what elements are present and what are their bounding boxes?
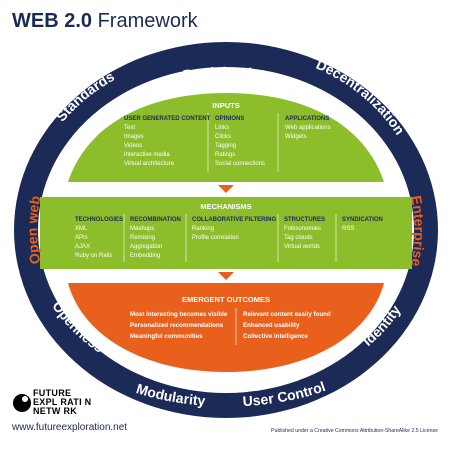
mech-col-1-item: Mashups xyxy=(130,226,154,232)
inputs-col-1-item: Tagging xyxy=(215,143,236,149)
inputs-col-1-item: Links xyxy=(215,125,229,131)
mech-col-0-item: APIs xyxy=(75,235,88,241)
inputs-col-0-item: Virtual architecture xyxy=(124,161,175,167)
outcome-item: Meaningful communities xyxy=(130,333,203,340)
mech-col-3: STRUCTURES Folksonomies Tag clouds Virtu… xyxy=(284,217,325,250)
mech-col-2: COLLABORATIVE FILTERING Ranking Profile … xyxy=(192,217,276,241)
outcome-item: Relevant content easily found xyxy=(243,311,331,318)
logo-line-1: FUTURE xyxy=(33,388,72,398)
mech-col-3-item: Virtual worlds xyxy=(284,244,320,250)
mech-col-3-item: Tag clouds xyxy=(284,235,313,241)
outcome-item: Most interesting becomes visible xyxy=(130,311,228,318)
inputs-col-2-item: Web applications xyxy=(285,125,331,131)
mech-col-1-item: Embedding xyxy=(130,253,160,259)
outcome-item: Collective intelligence xyxy=(243,333,309,340)
logo-icon xyxy=(13,394,31,412)
mech-col-4-item: RSS xyxy=(342,226,354,232)
license-text: Published under a Creative Commons Attri… xyxy=(271,428,438,434)
inputs-col-1: OPINIONS Links Clicks Tagging Ratings So… xyxy=(215,116,265,167)
mech-col-1-item: Remixing xyxy=(130,235,155,241)
inputs-col-0-heading: USER GENERATED CONTENT xyxy=(124,116,211,122)
mech-col-4-heading: SYNDICATION xyxy=(342,217,383,223)
mech-col-0-item: Ruby on Rails xyxy=(75,253,112,259)
inputs-col-2: APPLICATIONS Web applications Widgets xyxy=(285,116,331,140)
side-label-enterprise: Enterprise xyxy=(408,194,428,268)
mech-col-1-item: Aggregation xyxy=(130,244,162,250)
arrow-inputs-mechanisms xyxy=(218,185,234,193)
arrow-mechanisms-outcomes xyxy=(218,272,234,280)
mech-col-3-item: Folksonomies xyxy=(284,226,321,232)
inputs-col-0: USER GENERATED CONTENT Text Images Video… xyxy=(124,116,211,167)
mech-col-4: SYNDICATION RSS xyxy=(342,217,383,232)
mech-col-0: TECHNOLOGIES XML APIs AJAX Ruby on Rails xyxy=(75,217,123,259)
inputs-col-1-item: Ratings xyxy=(215,152,235,158)
inputs-col-2-item: Widgets xyxy=(285,134,307,140)
inputs-col-0-item: Videos xyxy=(124,143,142,149)
inputs-col-0-item: Images xyxy=(124,134,144,140)
inputs-col-0-item: Interactive media xyxy=(124,152,170,158)
mech-col-0-heading: TECHNOLOGIES xyxy=(75,217,123,223)
logo-wordmark: FUTURE EXPL RATI N NETW RK xyxy=(33,389,91,416)
page-title: WEB 2.0 Framework xyxy=(12,10,198,33)
inputs-col-0-item: Text xyxy=(124,125,135,131)
outcomes-right: Relevant content easily found Enhanced u… xyxy=(243,311,331,340)
inputs-col-2-heading: APPLICATIONS xyxy=(285,116,329,122)
outcome-item: Personalized recommendations xyxy=(130,322,224,329)
logo-line-3: NETW RK xyxy=(33,406,78,416)
mech-col-0-item: AJAX xyxy=(75,244,90,250)
inputs-col-1-item: Social connections xyxy=(215,161,265,167)
website-url[interactable]: www.futureexploration.net xyxy=(12,422,128,433)
outcomes-section xyxy=(68,283,384,372)
mechanisms-section xyxy=(40,197,412,269)
inputs-col-1-item: Clicks xyxy=(215,134,231,140)
mech-col-2-heading: COLLABORATIVE FILTERING xyxy=(192,217,276,223)
title-rest: Framework xyxy=(92,10,198,32)
mech-col-0-item: XML xyxy=(75,226,88,232)
outcome-item: Enhanced usability xyxy=(243,322,300,329)
inputs-heading: INPUTS xyxy=(212,101,240,110)
title-bold: WEB 2.0 xyxy=(12,10,93,32)
outcomes-heading: EMERGENT OUTCOMES xyxy=(182,295,270,304)
mechanisms-heading: MECHANISMS xyxy=(200,202,251,211)
logo-line-2: EXPL RATI N xyxy=(33,397,92,407)
mech-col-2-item: Ranking xyxy=(192,226,214,232)
mech-col-1: RECOMBINATION Mashups Remixing Aggregati… xyxy=(130,217,181,259)
inputs-col-1-heading: OPINIONS xyxy=(215,116,244,122)
mech-col-1-heading: RECOMBINATION xyxy=(130,217,181,223)
inputs-section xyxy=(68,93,384,182)
outcomes-left: Most interesting becomes visible Persona… xyxy=(130,311,228,340)
mech-col-3-heading: STRUCTURES xyxy=(284,217,325,223)
mech-col-2-item: Profile correlation xyxy=(192,235,239,241)
